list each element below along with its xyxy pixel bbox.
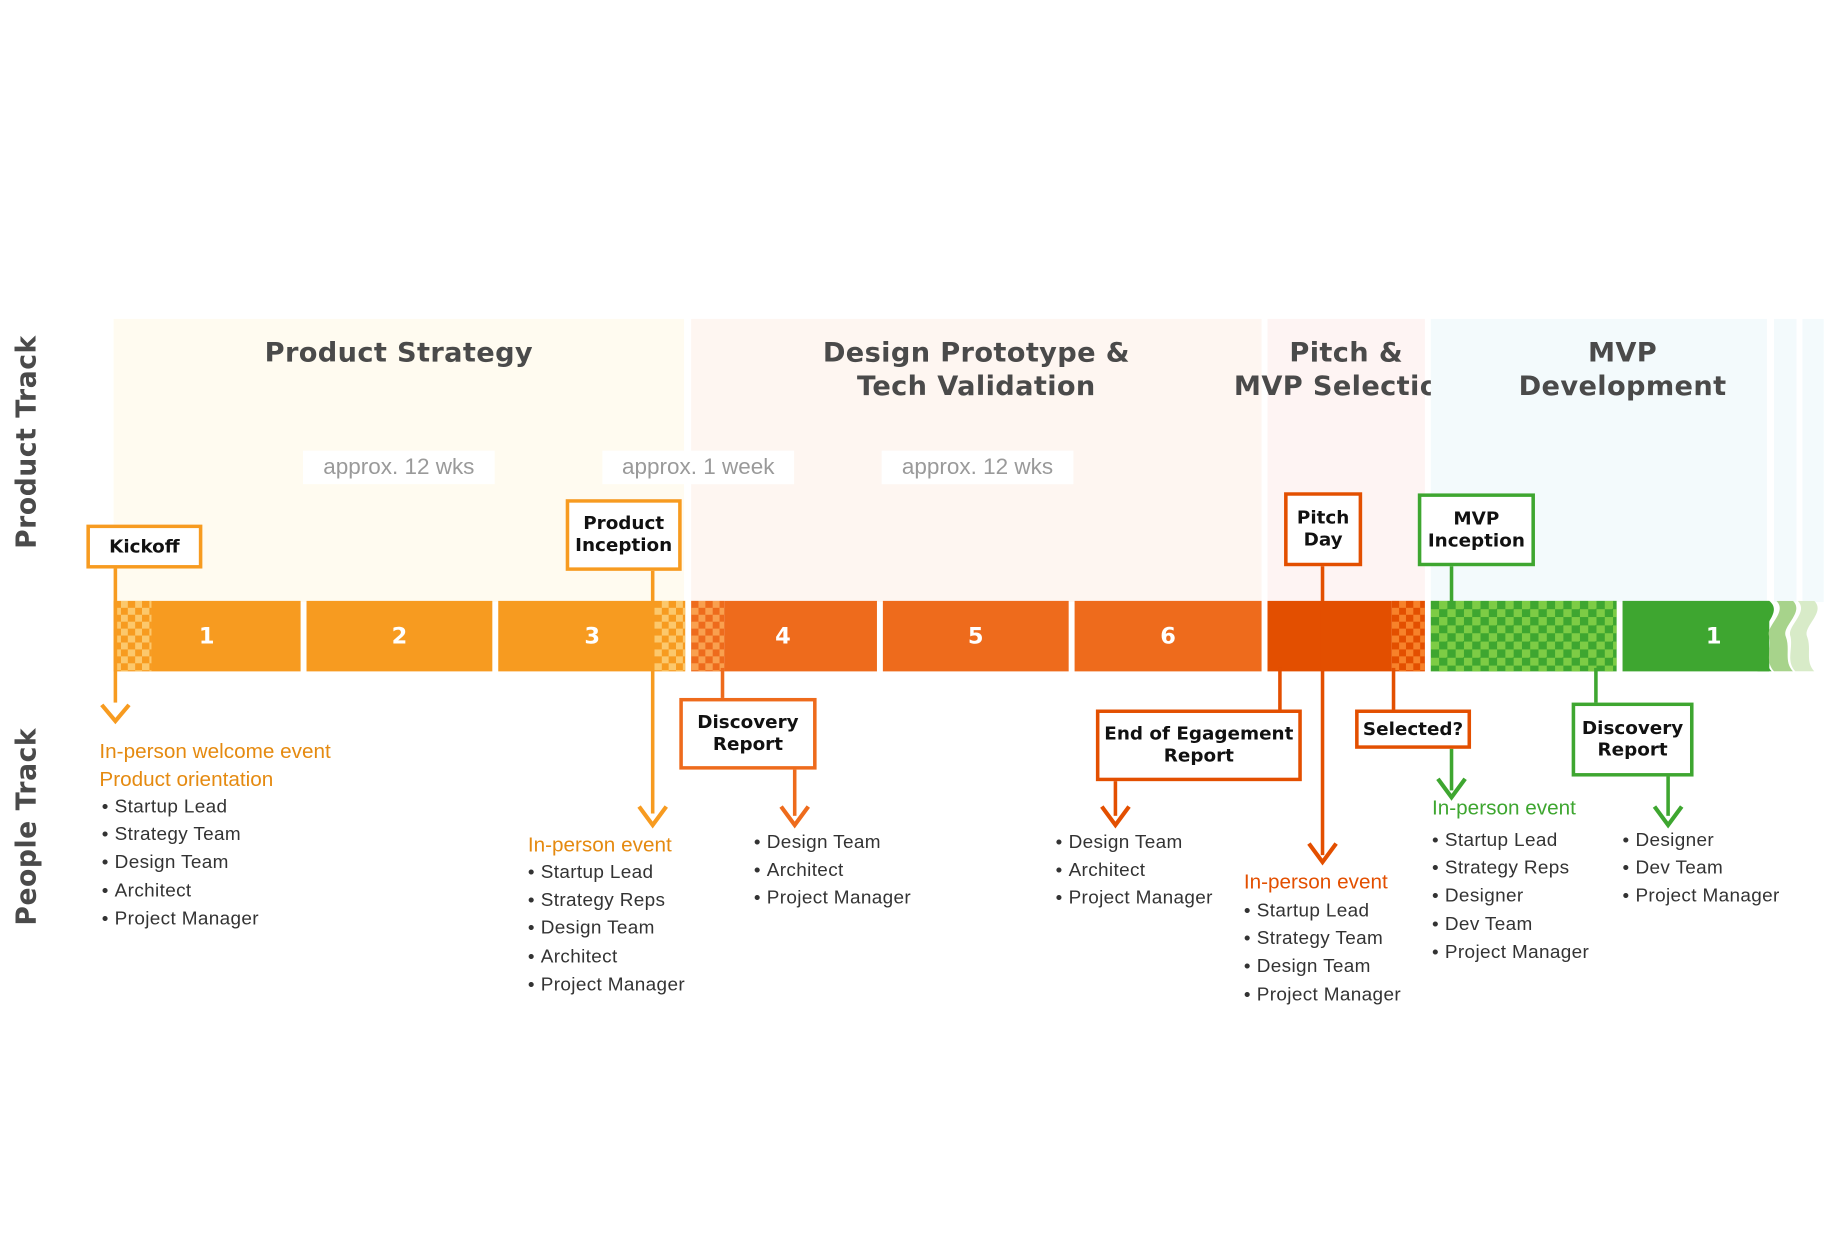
week-segment-4: 4 [724,600,877,672]
list-item: Project Manager [528,972,685,1000]
week-segment-transition [113,600,152,672]
people-list: Design Team Architect Project Manager [1056,830,1213,914]
milestone-discovery-report: Discovery Report [679,697,817,770]
week-segment-transition [654,600,686,672]
week-segment-transition [1391,600,1425,672]
list-item: Architect [1056,858,1213,886]
pitch-day-connector [1320,563,1325,856]
phase-title-line: Design Prototype & [822,338,1130,369]
list-item: Design Team [754,830,911,858]
phase-title-line: MVP Selection [1233,372,1459,403]
list-item: Design Team [1056,830,1213,858]
list-item: Design Team [1244,954,1401,982]
end-report-connector [1278,667,1282,712]
kickoff-connector [113,566,118,703]
people-list: Startup Lead Strategy Reps Design Team A… [528,860,685,1000]
list-item: Design Team [528,916,685,944]
week-segment-transition [691,600,725,672]
people-list: Design Team Architect Project Manager [754,830,911,914]
selected-connector [1391,667,1396,712]
pitch-segment [1267,600,1392,672]
duration-label: approx. 12 wks [302,450,495,485]
milestone-discovery-report: Discovery Report [1571,702,1694,777]
milestone-selected: Selected? [1355,709,1472,749]
list-item: Startup Lead [1432,827,1589,855]
week-segment-6: 6 [1074,600,1262,672]
list-item: Project Manager [1432,939,1589,967]
discovery-2-connector [1594,667,1598,705]
list-item: Project Manager [102,906,259,934]
continuation-wave-icon [1757,600,1818,672]
arrow-down-icon [1652,805,1684,829]
milestone-kickoff: Kickoff [86,524,203,569]
list-item: Project Manager [1244,982,1401,1010]
list-item: Designer [1432,883,1589,911]
list-item: Strategy Reps [1432,855,1589,883]
selected-arrow-stem [1449,746,1454,791]
phase-title-line: Pitch & [1289,338,1403,369]
list-item: Startup Lead [102,794,259,822]
discovery-1-arrow-stem [792,767,797,816]
list-item: Architect [528,944,685,972]
milestone-pitch-day: Pitch Day [1284,492,1363,567]
product-inception-connector [650,568,655,814]
phase-title-line: Development [1518,372,1727,403]
people-event-title: In-person event [1431,796,1576,820]
mvp-week-segment-1: 1 [1622,600,1770,672]
list-item: Architect [754,858,911,886]
list-item: Dev Team [1623,855,1780,883]
people-event-title: In-person welcome event [99,739,331,763]
list-item: Dev Team [1432,911,1589,939]
list-item: Designer [1623,827,1780,855]
milestone-product-inception: Product Inception [565,499,682,571]
list-item: Strategy Team [102,822,259,850]
discovery-1-connector [720,667,725,701]
people-event-title: In-person event [527,833,672,857]
week-segment-5: 5 [882,600,1069,672]
people-list: Startup Lead Strategy Team Design Team P… [1244,898,1401,1010]
phase-title: Product Strategy [264,338,534,369]
list-item: Project Manager [754,886,911,914]
arrow-down-icon [1436,777,1467,801]
week-segment-3: 3 [498,600,655,672]
milestone-end-of-engagement-report: End of Egagement Report [1095,709,1302,782]
list-item: Strategy Reps [528,888,685,916]
list-item: Architect [102,878,259,906]
duration-label: approx. 1 week [602,450,795,485]
week-segment-1: 1 [151,600,301,672]
week-segment-2: 2 [306,600,493,672]
phase-title: Pitch & MVP Selection [1232,337,1460,404]
list-item: Strategy Team [1244,926,1401,954]
discovery-2-arrow-stem [1666,774,1670,816]
people-list: Designer Dev Team Project Manager [1623,827,1780,911]
arrow-down-icon [100,703,131,725]
arrow-down-icon [1307,842,1338,866]
phase-title: Design Prototype & Tech Validation [691,337,1261,404]
list-item: Project Manager [1056,886,1213,914]
phase-mvp-continuation [1802,318,1824,603]
arrow-down-icon [779,805,810,829]
people-track-label: People Track [11,727,43,926]
product-track-label: Product Track [11,335,43,549]
duration-label: approx. 12 wks [881,450,1074,485]
phase-title-line: Tech Validation [857,372,1096,403]
milestone-mvp-inception: MVP Inception [1417,493,1535,567]
phase-title: MVP Development [1454,337,1790,404]
end-report-arrow-stem [1113,778,1118,816]
people-event-title: In-person event [1243,870,1388,894]
list-item: Startup Lead [528,860,685,888]
arrow-down-icon [1100,805,1131,829]
people-list: Startup Lead Strategy Team Design Team A… [102,794,259,934]
list-item: Design Team [102,850,259,878]
list-item: Startup Lead [1244,898,1401,926]
mvp-inception-segment [1430,600,1617,672]
people-event-title: Product orientation [99,767,274,791]
list-item: Project Manager [1623,883,1780,911]
mvp-inception-connector [1449,563,1454,604]
arrow-down-icon [637,805,668,829]
people-list: Startup Lead Strategy Reps Designer Dev … [1432,827,1589,967]
phase-mvp-continuation [1774,318,1797,603]
phase-title-line: MVP [1587,338,1658,369]
